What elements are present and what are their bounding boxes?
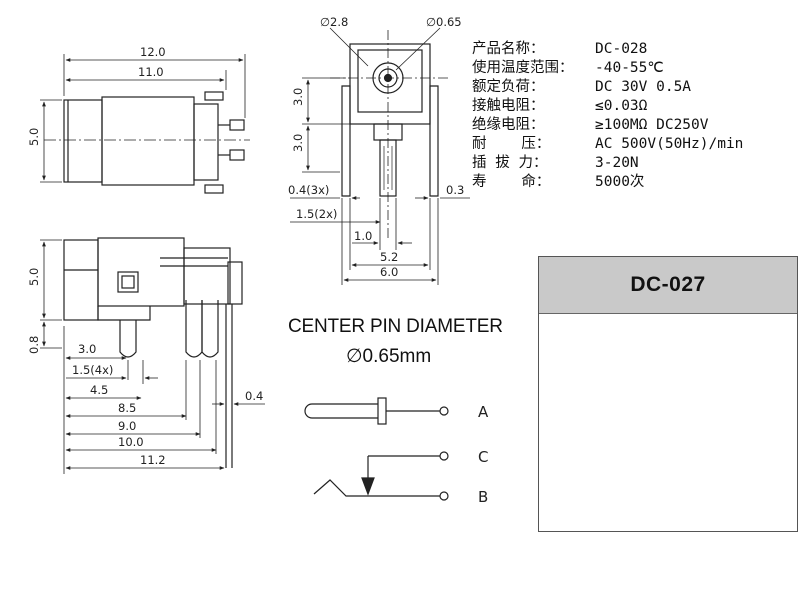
dim-top-5: 5.0 <box>27 128 41 146</box>
spec-row: 耐 压：AC 500V(50Hz)/min <box>472 136 744 152</box>
pin-a-label: A <box>478 403 489 421</box>
dim-12: 12.0 <box>140 45 166 59</box>
dim-side-10: 10.0 <box>118 435 144 449</box>
pin-b-label: B <box>478 488 488 506</box>
spec-row: 绝缘电阻：≥100MΩ DC250V <box>472 117 709 133</box>
dim-side-3: 3.0 <box>78 342 96 356</box>
spec-row: 产品名称：DC-028 <box>472 41 648 57</box>
dim-side-15: 1.5(4x) <box>72 363 113 377</box>
spec-list: 产品名称：DC-028 使用温度范围：-40-55℃ 额定负荷：DC 30V 0… <box>472 40 743 192</box>
dim-side-45: 4.5 <box>90 383 108 397</box>
dim-6: 6.0 <box>380 265 398 279</box>
dimension-labels: 12.0 11.0 5.0 ∅2.8 ∅0.65 3.0 3.0 0.4(3x)… <box>27 15 464 467</box>
front-view <box>290 27 470 285</box>
spec-row: 插 拔 力：3-20N <box>472 155 639 171</box>
spec-row: 使用温度范围：-40-55℃ <box>472 60 664 76</box>
center-pin-value: ∅0.65mm <box>346 346 432 367</box>
center-pin-title: CENTER PIN DIAMETER <box>288 316 503 337</box>
dim-03: 0.3 <box>446 183 464 197</box>
dim-side-112: 11.2 <box>140 453 166 467</box>
dim-side-9: 9.0 <box>118 419 136 433</box>
dim-front-3b: 3.0 <box>291 134 305 152</box>
dim-04-3x: 0.4(3x) <box>288 183 329 197</box>
dim-11: 11.0 <box>138 65 164 79</box>
top-view <box>40 54 250 194</box>
spec-row: 寿 命：5000次 <box>472 174 645 190</box>
dim-52: 5.2 <box>380 250 398 264</box>
dim-side-08: 0.8 <box>27 336 41 354</box>
model-box-header: DC-027 <box>539 257 797 314</box>
model-box: DC-027 <box>538 256 798 532</box>
spec-row: 接触电阻：≤0.03Ω <box>472 98 648 114</box>
dim-15-2x: 1.5(2x) <box>296 207 337 221</box>
model-title: DC-027 <box>630 273 706 296</box>
schematic-symbol <box>304 397 449 501</box>
dim-front-3a: 3.0 <box>291 88 305 106</box>
dim-dia-065: ∅0.65 <box>426 15 462 29</box>
schematic-labels: A C B <box>478 403 489 506</box>
side-view <box>40 237 265 474</box>
dim-side-04: 0.4 <box>245 389 263 403</box>
dim-side-5: 5.0 <box>27 268 41 286</box>
pin-c-label: C <box>478 448 488 466</box>
dim-side-85: 8.5 <box>118 401 136 415</box>
dim-1: 1.0 <box>354 229 372 243</box>
dim-dia-28: ∅2.8 <box>320 15 348 29</box>
spec-row: 额定负荷：DC 30V 0.5A <box>472 79 692 95</box>
